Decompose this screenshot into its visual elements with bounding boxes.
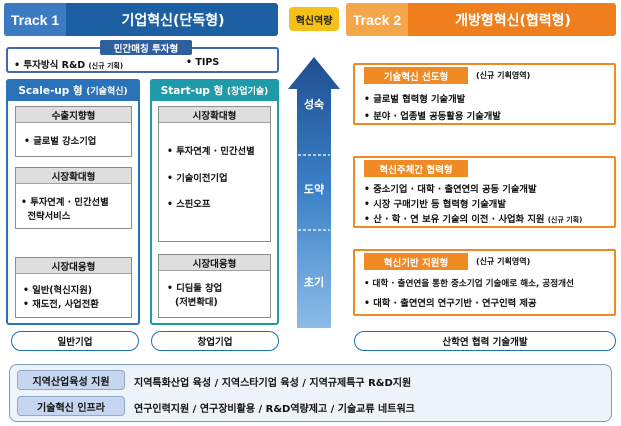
matching-item-tips: • TIPS <box>186 57 220 68</box>
t2-cooperation-box <box>353 156 616 228</box>
track2-title: 개방형혁신(협력형) <box>455 12 571 29</box>
infra-label-tech: 기술혁신 인프라 <box>17 396 125 416</box>
infra-label-regional: 지역산업육성 지원 <box>17 370 125 390</box>
track2-tag: Track 2 <box>346 3 408 36</box>
growth-arrow <box>288 57 340 328</box>
t2-infra-title: 혁신기반 지원형 <box>364 253 468 270</box>
general-company-label: 일반기업 <box>11 331 139 351</box>
scaleup-expand-item: • 투자연계 · 민간선별 <box>21 197 109 208</box>
track1-title: 기업혁신(단독형) <box>121 12 225 29</box>
startup-stage-expand <box>158 106 271 242</box>
startup-company-label: 창업기업 <box>151 331 279 351</box>
scaleup-stage-expand-title: 시장확대형 <box>16 168 131 184</box>
t2-leading-note: (신규 기획영역) <box>476 71 531 80</box>
startup-stage-expand-title: 시장확대형 <box>159 107 270 123</box>
scaleup-stage-export-title: 수출지향형 <box>16 107 131 123</box>
infra-text-tech: 연구인력지원 / 연구장비활용 / R&D역량제고 / 기술교류 네트워크 <box>134 404 415 415</box>
track1-tag: Track 1 <box>4 3 66 36</box>
t2-cooperation-item: • 시장 구매기반 등 협력형 기술개발 <box>364 199 506 210</box>
startup-expand-item: • 기술이전기업 <box>167 173 228 184</box>
t2-cooperation-title: 혁신주체간 협력형 <box>364 160 468 177</box>
scaleup-header: Scale-up 형 (기술혁신) <box>6 79 140 101</box>
cooperation-label: 산학연 협력 기술개발 <box>354 331 616 351</box>
startup-response-item: • 디딤돌 창업 <box>167 283 223 294</box>
scaleup-response-item: • 일반(혁신지원) <box>23 285 93 296</box>
t2-cooperation-item: • 중소기업 · 대학 · 출연연의 공동 기술개발 <box>364 184 537 195</box>
t2-cooperation-item: • 산 · 학 · 연 보유 기술의 이전 · 사업화 지원 (신규 기획) <box>364 214 583 225</box>
scaleup-expand-item: 전략서비스 <box>27 211 71 222</box>
startup-stage-response-title: 시장대응형 <box>159 255 270 271</box>
t2-infra-note: (신규 기획영역) <box>476 257 531 266</box>
t2-infra-item: • 대학 · 출연연의 연구기반 · 연구인력 제공 <box>364 298 537 309</box>
scaleup-response-item: • 재도전, 사업전환 <box>23 299 99 310</box>
t2-leading-item: • 글로벌 협력형 기술개발 <box>364 94 466 105</box>
matching-item-rnd: • 투자방식 R&D (신규 기획) <box>14 60 124 71</box>
startup-response-item: (저변확대) <box>175 297 218 308</box>
growth-stage-leap: 도약 <box>303 183 325 196</box>
matching-title: 민간매칭 투자형 <box>100 40 192 55</box>
infra-text-regional: 지역특화산업 육성 / 지역스타기업 육성 / 지역규제특구 R&D지원 <box>134 378 412 389</box>
t2-leading-item: • 분야 · 업종별 공동활용 기술개발 <box>364 111 501 122</box>
t2-infra-item: • 대학 · 출연연을 통한 중소기업 기술애로 해소, 공정개선 <box>364 279 574 289</box>
scaleup-stage-response-title: 시장대응형 <box>16 258 131 274</box>
startup-expand-item: • 투자연계 · 민간선별 <box>167 146 255 157</box>
startup-expand-item: • 스핀오프 <box>167 199 211 210</box>
t2-leading-title: 기술혁신 선도형 <box>364 67 468 84</box>
growth-stage-early: 초기 <box>303 276 325 289</box>
capability-badge: 혁신역량 <box>289 7 339 31</box>
startup-header: Start-up 형 (창업기술) <box>150 79 279 101</box>
growth-stage-mature: 성숙 <box>303 98 325 111</box>
scaleup-export-item: • 글로벌 강소기업 <box>24 136 97 147</box>
